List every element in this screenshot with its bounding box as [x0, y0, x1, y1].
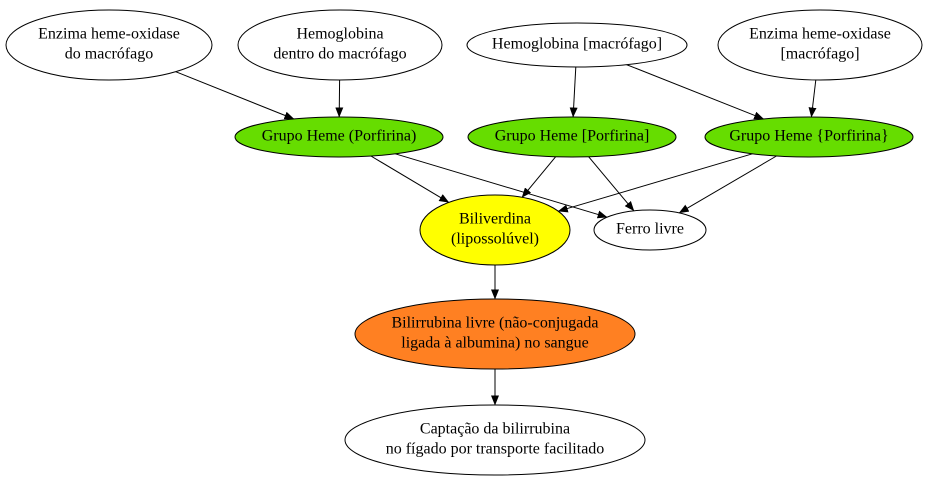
- node-label-enzima_macrofago_b-line2: [macrófago]: [780, 46, 859, 63]
- node-shape-biliverdina: [419, 194, 571, 266]
- node-grupo_heme_2: Grupo Heme [Porfirina]: [467, 116, 677, 158]
- node-shape-captacao: [344, 404, 646, 476]
- node-label-biliverdina-line2: (lipossolúvel): [451, 231, 539, 248]
- edge-grupo_heme_1-to-biliverdina: [370, 155, 450, 203]
- node-shape-enzima_macrofago_b: [717, 9, 923, 81]
- node-grupo_heme_3: Grupo Heme {Porfirina}: [704, 116, 914, 158]
- node-captacao: Captação da bilirrubina no fígado por tra…: [344, 404, 646, 476]
- edge-grupo_heme_3-to-ferro_livre: [678, 155, 777, 214]
- node-shape-hemoglobina_dentro: [237, 9, 443, 81]
- node-shape-bilirrubina_livre: [354, 298, 636, 370]
- node-label-hemoglobina_macrofago-line1: Hemoglobina [macrófago]: [492, 36, 662, 53]
- edge-grupo_heme_2-to-biliverdina: [521, 156, 556, 198]
- edge-hemoglobina_macrofago-to-grupo_heme_3: [626, 64, 765, 120]
- node-label-enzima_macrofago-line1: Enzima heme-oxidase: [38, 26, 180, 43]
- node-label-grupo_heme_3-line1: Grupo Heme {Porfirina}: [729, 128, 888, 145]
- node-label-hemoglobina_dentro-line1: Hemoglobina: [296, 26, 383, 43]
- node-label-captacao-line1: Captação da bilirrubina: [420, 421, 570, 438]
- node-hemoglobina_macrofago: Hemoglobina [macrófago]: [466, 22, 688, 68]
- node-shape-grupo_heme_2: [467, 116, 677, 158]
- edge-grupo_heme_3-to-biliverdina: [557, 153, 753, 213]
- node-shape-grupo_heme_3: [704, 116, 914, 158]
- node-label-captacao-line2: no fígado por transporte facilitado: [386, 441, 605, 458]
- node-hemoglobina_dentro: Hemoglobina dentro do macrófago: [237, 9, 443, 81]
- node-shape-hemoglobina_macrofago: [466, 22, 688, 68]
- node-label-bilirrubina_livre-line1: Bilirrubina livre (não-conjugada: [391, 315, 598, 332]
- node-shape-enzima_macrofago: [5, 9, 213, 81]
- node-shape-ferro_livre: [593, 209, 707, 251]
- node-label-ferro_livre-line1: Ferro livre: [616, 221, 684, 238]
- node-label-enzima_macrofago-line2: do macrófago: [65, 46, 153, 63]
- node-label-grupo_heme_2-line1: Grupo Heme [Porfirina]: [495, 128, 650, 145]
- node-bilirrubina_livre: Bilirrubina livre (não-conjugada ligada à…: [354, 298, 636, 370]
- node-biliverdina: Biliverdina (lipossolúvel): [419, 194, 571, 266]
- node-ferro_livre: Ferro livre: [593, 209, 707, 251]
- edge-grupo_heme_1-to-ferro_livre: [395, 153, 608, 219]
- edge-hemoglobina_macrofago-to-grupo_heme_2: [569, 66, 578, 118]
- node-label-biliverdina-line1: Biliverdina: [459, 211, 531, 228]
- node-shape-grupo_heme_1: [234, 116, 444, 158]
- node-grupo_heme_1: Grupo Heme (Porfirina): [234, 116, 444, 158]
- node-label-bilirrubina_livre-line2: ligada à albumina) no sangue: [401, 335, 589, 352]
- nodes-layer: Enzima heme-oxidase do macrófago Hemoglobi…: [5, 9, 923, 476]
- node-label-grupo_heme_1-line1: Grupo Heme (Porfirina): [262, 128, 417, 145]
- node-enzima_macrofago_b: Enzima heme-oxidase [macrófago]: [717, 9, 923, 81]
- edge-grupo_heme_2-to-ferro_livre: [588, 156, 635, 212]
- node-label-hemoglobina_dentro-line2: dentro do macrófago: [273, 46, 406, 63]
- edge-enzima_macrofago-to-grupo_heme_1: [175, 71, 295, 120]
- edges-layer: [175, 64, 817, 406]
- node-enzima_macrofago: Enzima heme-oxidase do macrófago: [5, 9, 213, 81]
- node-label-enzima_macrofago_b-line1: Enzima heme-oxidase: [749, 26, 891, 43]
- edge-enzima_macrofago_b-to-grupo_heme_3: [808, 79, 817, 118]
